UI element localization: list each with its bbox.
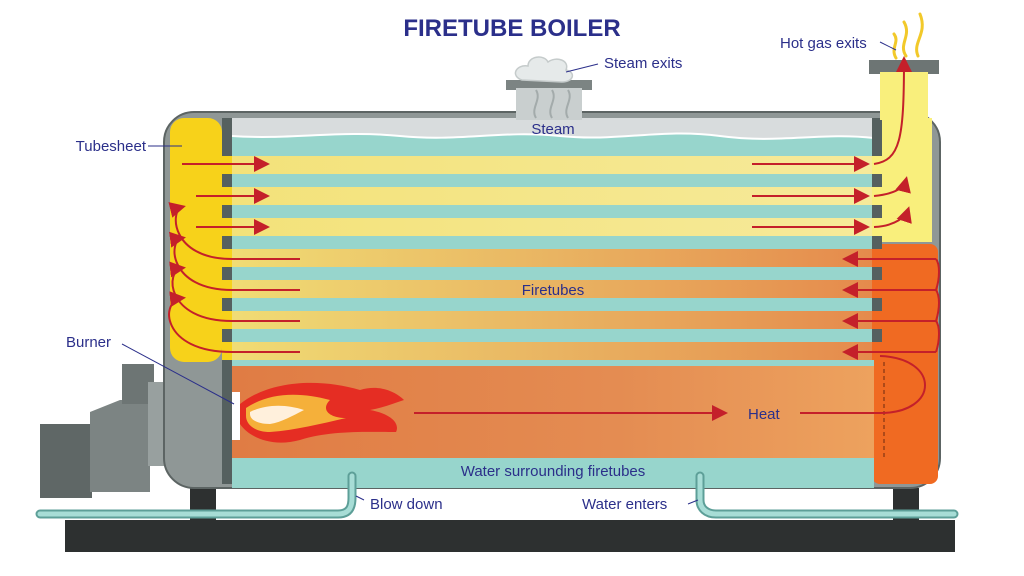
- firetubes-group: [232, 156, 874, 360]
- firetube: [232, 249, 874, 267]
- firetube: [232, 187, 874, 205]
- base-plate: [65, 520, 955, 552]
- water-surface: [231, 132, 875, 140]
- firetube: [232, 311, 874, 329]
- rear-tubesheet: [872, 118, 882, 358]
- burner-nozzle: [232, 392, 240, 440]
- blow-down-pipe: [35, 471, 357, 519]
- gas-flow-arrows: [168, 56, 940, 421]
- label-blow-down: Blow down: [370, 496, 443, 513]
- label-tubesheet: Tubesheet: [76, 138, 147, 155]
- steam-nozzle: [506, 56, 592, 120]
- firetube: [232, 218, 874, 236]
- label-water-enters: Water enters: [582, 496, 667, 513]
- steam-space: [232, 118, 874, 139]
- label-pointers: [121, 41, 897, 505]
- steam-cloud: [514, 56, 574, 83]
- front-tubesheet: [222, 118, 232, 484]
- label-heat: Heat: [748, 406, 781, 423]
- label-hot-gas-exits: Hot gas exits: [780, 35, 867, 52]
- burner-housing: [40, 364, 176, 498]
- hot-gas-wisps: [892, 12, 924, 60]
- label-burner: Burner: [66, 334, 111, 351]
- firetube: [232, 342, 874, 360]
- firetube: [232, 156, 874, 174]
- return-chamber: [872, 244, 938, 484]
- firetube: [232, 280, 874, 298]
- diagram-title: FIRETUBE BOILER: [403, 15, 620, 42]
- label-firetubes: Firetubes: [522, 282, 585, 299]
- label-steam: Steam: [531, 121, 574, 138]
- label-water-surrounding: Water surrounding firetubes: [461, 463, 646, 480]
- burner-flame: [240, 382, 404, 443]
- label-steam-exits: Steam exits: [604, 55, 682, 72]
- water-inlet-pipe: [695, 471, 959, 519]
